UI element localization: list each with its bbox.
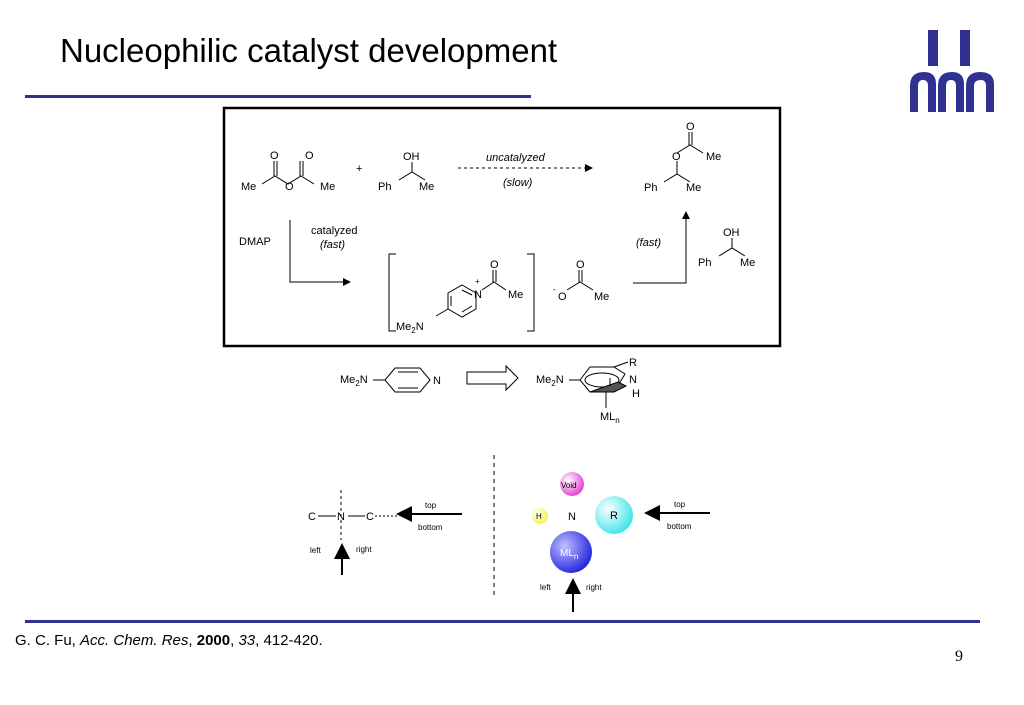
alcohol-right-oh: OH [723, 227, 740, 239]
ester-product [663, 132, 704, 183]
acetate-me: Me [594, 291, 609, 303]
mln-label: MLn [560, 548, 578, 561]
model-right-right: right [586, 583, 602, 592]
fast-right-arrow [633, 211, 690, 284]
ester-me: Me [686, 182, 701, 194]
anhydride-me-right: Me [320, 181, 335, 193]
ester-o: O [672, 151, 681, 163]
acylpyridinium-ring [435, 270, 507, 318]
model-left-left: left [310, 546, 321, 555]
plus-sign: + [356, 163, 362, 175]
dmap-nme2-right: Me2N [536, 374, 564, 388]
acyl-me: Me [508, 289, 523, 301]
dmap-nme2-left: Me2N [340, 374, 368, 388]
title-underline [25, 95, 531, 98]
citation: G. C. Fu, Acc. Chem. Res, 2000, 33, 412-… [15, 632, 323, 649]
uncatalyzed-label: uncatalyzed [486, 152, 546, 164]
pyridinium-plus: + [475, 277, 480, 286]
pyridinium-n: N [474, 289, 482, 301]
planar-chiral-dmap [569, 361, 629, 408]
phenylethanol-top [398, 162, 426, 181]
citation-year: 2000 [196, 632, 231, 649]
fast-right-label: (fast) [636, 237, 661, 249]
model-left-c1: C [308, 511, 316, 523]
acetate-minus: - [553, 285, 556, 294]
phenylethanol-right [718, 238, 746, 257]
citation-volume: 33 [238, 632, 256, 649]
university-logo [910, 30, 994, 112]
alcohol-right-ph: Ph [698, 257, 711, 269]
model-right-top: top [674, 500, 686, 509]
selectivity-model-left [318, 490, 462, 575]
h-label: H [536, 512, 542, 521]
alcohol-top-oh: OH [403, 151, 420, 163]
acetate-o-minus: O [558, 291, 567, 303]
void-label: Void [561, 481, 577, 490]
page-number: 9 [955, 648, 963, 665]
dmap-label: DMAP [239, 236, 271, 248]
anhydride-me-left: Me [241, 181, 256, 193]
alcohol-top-me: Me [419, 181, 434, 193]
planar-n: N [629, 374, 637, 386]
ester-me-top: Me [706, 151, 721, 163]
acyl-o: O [490, 259, 499, 271]
planar-h: H [632, 388, 640, 400]
model-right-n: N [568, 511, 576, 523]
h-sphere [532, 508, 548, 524]
acetic-anhydride [261, 161, 315, 185]
model-left-c2: C [366, 511, 374, 523]
footer-rule [25, 620, 980, 623]
model-left-bottom: bottom [418, 523, 443, 532]
planar-mln: MLn [600, 411, 620, 425]
slow-label: (slow) [503, 177, 533, 189]
bracket-left [388, 253, 396, 332]
dmap-ring-left [373, 367, 431, 393]
model-left-top: top [425, 501, 437, 510]
r-sphere [595, 496, 633, 534]
anhydride-o1: O [270, 150, 279, 162]
citation-sep1: , [188, 632, 197, 649]
bracket-right [527, 253, 535, 332]
transform-arrow [466, 364, 519, 392]
planar-r: R [629, 357, 637, 369]
acetate-ion [566, 270, 594, 291]
citation-journal: Acc. Chem. Res [80, 632, 189, 649]
anhydride-o-bridge: O [285, 181, 294, 193]
reaction-scheme-box [222, 106, 782, 348]
alcohol-top-ph: Ph [378, 181, 391, 193]
model-right-left: left [540, 583, 551, 592]
citation-pages: , 412-420. [255, 632, 323, 649]
model-right-bottom: bottom [667, 522, 692, 531]
r-label: R [610, 510, 618, 522]
anhydride-o2: O [305, 150, 314, 162]
acetate-o-top: O [576, 259, 585, 271]
ester-ph: Ph [644, 182, 657, 194]
mln-sphere [550, 531, 592, 573]
slide-title: Nucleophilic catalyst development [60, 32, 558, 69]
pyridinium-nme2: Me2N [396, 321, 424, 335]
alcohol-right-me: Me [740, 257, 755, 269]
ester-o-carbonyl: O [686, 121, 695, 133]
dmap-ring-n: N [433, 375, 441, 387]
model-left-right: right [356, 545, 372, 554]
catalyzed-arrow [289, 220, 351, 286]
void-sphere [560, 472, 584, 496]
fast-left-label: (fast) [320, 239, 345, 251]
model-left-n: N [337, 511, 345, 523]
citation-sep2: , [230, 632, 239, 649]
catalyzed-label: catalyzed [311, 225, 357, 237]
citation-authors: G. C. Fu, [15, 632, 81, 649]
